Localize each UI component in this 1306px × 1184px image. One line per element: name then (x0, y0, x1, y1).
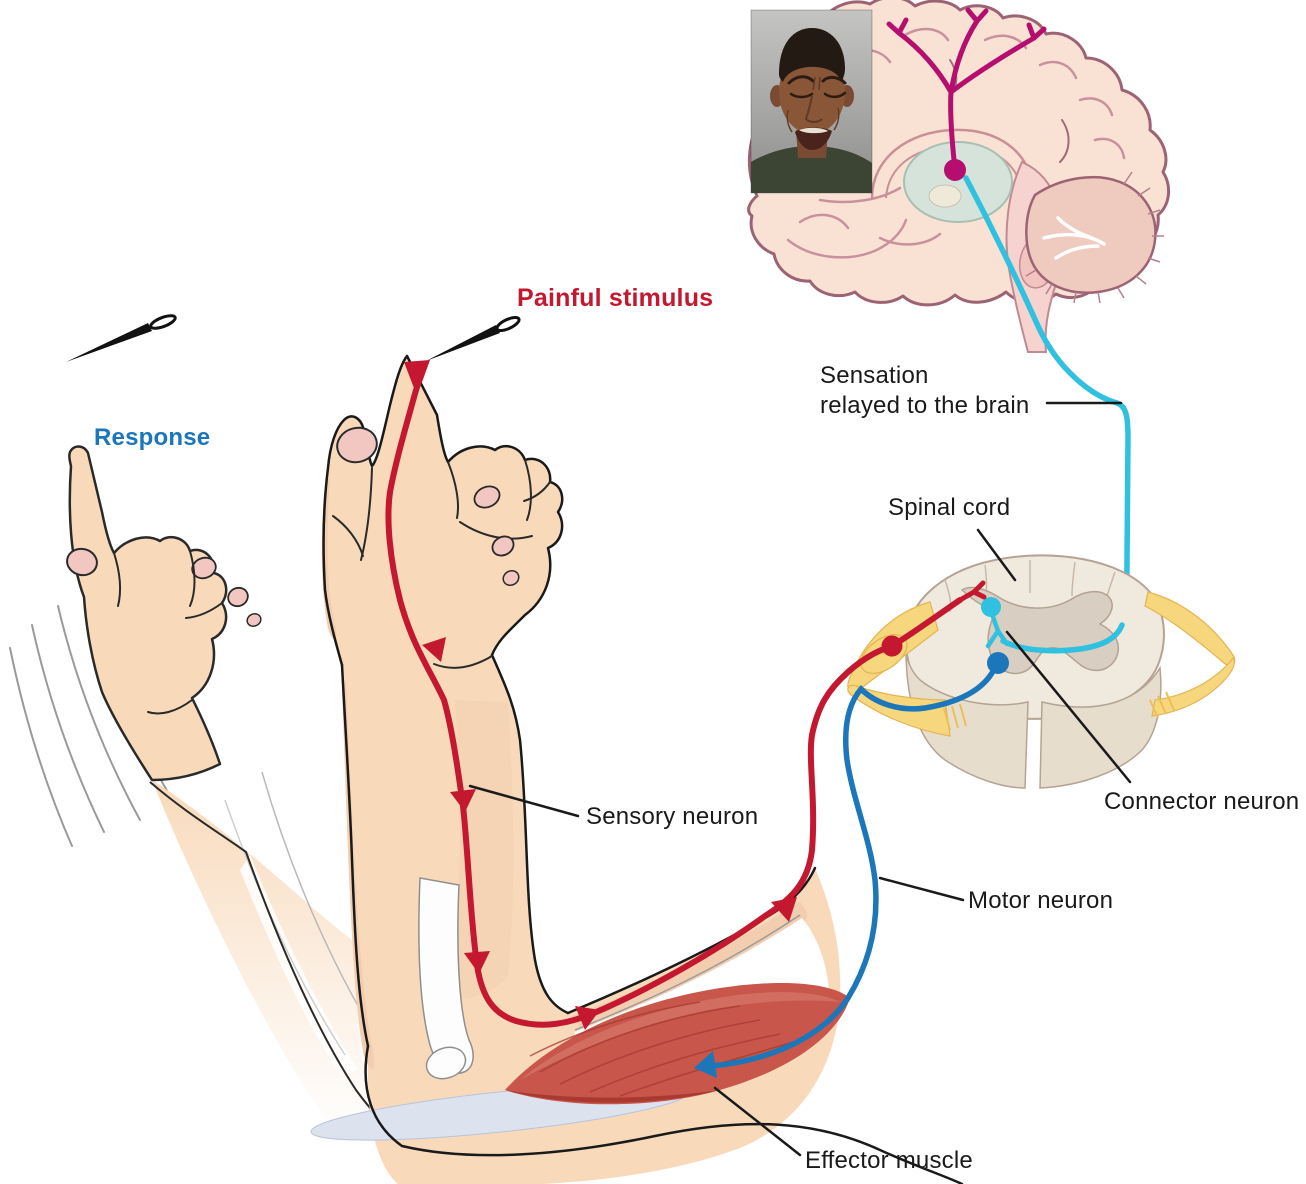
arbor-vitae (1042, 216, 1106, 260)
sensory-neuron-label: Sensory neuron (586, 803, 759, 830)
stimulus-arm (310, 354, 964, 1184)
motor-neuron-label: Motor neuron (968, 887, 1114, 914)
motor-pathway (694, 652, 1009, 1078)
sensation-label: Sensation relayed to the brain (820, 361, 1029, 421)
sensation-label-line2: relayed to the brain (820, 392, 1030, 419)
motor-arrowhead (694, 1051, 717, 1078)
nerve-roots (847, 591, 1236, 737)
effector-muscle-label: Effector muscle (805, 1147, 973, 1174)
cerebellum (1025, 171, 1164, 304)
sensation-label-line1: Sensation (820, 362, 929, 389)
effector-leader (713, 1086, 802, 1157)
thalamus (903, 141, 1013, 223)
effector-muscle-shape (505, 982, 850, 1105)
elbow-bone (418, 877, 474, 1080)
sensory-pathway (385, 360, 987, 1030)
needle-stimulus-icon (426, 315, 521, 361)
leader-lines (468, 401, 1132, 1157)
response-arm (66, 445, 399, 1141)
spinal-cord-label: Spinal cord (888, 494, 1011, 521)
needle-free-icon (66, 314, 177, 362)
spinal-cord-leader (976, 528, 1017, 582)
response-hand (66, 445, 262, 782)
brain-synapse-dot (944, 159, 966, 181)
connector-leader (1005, 630, 1132, 784)
connector-neuron-label: Connector neuron (1104, 788, 1300, 815)
motor-leader (878, 876, 965, 902)
pain-face-photo (750, 9, 873, 194)
spinal-cord-section (847, 554, 1236, 789)
motor-neuron-cell-body (987, 652, 1009, 674)
brain-pathway (886, 7, 1047, 163)
dorsal-root-ganglion (881, 635, 903, 657)
sensory-arrowheads (422, 637, 797, 1030)
painful-stimulus-label: Painful stimulus (517, 284, 714, 312)
response-label: Response (94, 424, 211, 451)
thumbnail (336, 426, 378, 464)
response-thumbnail (66, 547, 98, 577)
sensory-leader (468, 784, 580, 818)
